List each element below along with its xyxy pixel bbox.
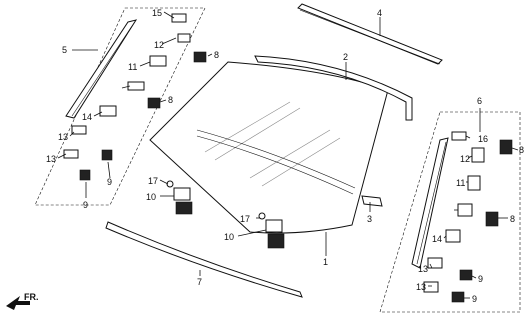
callout-13d: 13 — [416, 282, 426, 292]
right-assembly-box — [379, 111, 521, 313]
left-assembly-box — [34, 7, 206, 206]
windshield-glass — [149, 61, 389, 234]
mount-bracket-lower — [258, 212, 285, 249]
callout-3: 3 — [367, 214, 372, 224]
callout-12a: 12 — [154, 40, 164, 50]
right-clips — [423, 131, 485, 293]
callout-13b: 13 — [46, 154, 56, 164]
callout-14b: 14 — [432, 234, 442, 244]
callout-13c: 13 — [418, 264, 428, 274]
callout-17b: 17 — [240, 214, 250, 224]
callout-9d: 9 — [472, 294, 477, 304]
leader-lines — [57, 11, 519, 299]
callout-5: 5 — [62, 45, 67, 55]
left-brackets — [147, 51, 207, 109]
callout-8c: 8 — [519, 145, 524, 155]
callout-12b: 12 — [460, 154, 470, 164]
callout-11a: 11 — [128, 62, 137, 72]
lower-weatherstrip — [105, 221, 303, 298]
callout-7: 7 — [197, 277, 202, 287]
direction-label: FR. — [24, 292, 39, 302]
left-9-clips — [79, 149, 113, 181]
callout-15: 15 — [152, 8, 162, 18]
callout-10a: 10 — [146, 192, 156, 202]
left-side-molding — [65, 19, 138, 119]
callout-4: 4 — [377, 8, 382, 18]
callout-11b: 11 — [456, 178, 465, 188]
mount-bracket-upper — [166, 180, 193, 215]
left-clips — [63, 13, 191, 159]
callout-8a: 8 — [214, 50, 219, 60]
callout-8b: 8 — [168, 95, 173, 105]
callout-6: 6 — [477, 96, 482, 106]
callout-8d: 8 — [510, 214, 515, 224]
callout-13a: 13 — [58, 132, 68, 142]
callout-2: 2 — [343, 52, 348, 62]
callout-16: 16 — [478, 134, 488, 144]
right-brackets — [451, 139, 513, 303]
callout-1: 1 — [323, 257, 328, 267]
callout-9c: 9 — [478, 274, 483, 284]
front-direction-arrow: FR. — [6, 292, 39, 310]
callout-9a: 9 — [83, 200, 88, 210]
side-strip — [361, 195, 383, 207]
callout-14a: 14 — [82, 112, 92, 122]
roof-molding — [297, 3, 443, 65]
callout-17a: 17 — [148, 176, 158, 186]
callout-10b: 10 — [224, 232, 234, 242]
upper-molding — [254, 55, 413, 121]
callout-labels: 1 2 3 4 5 6 7 8 8 8 8 9 9 9 9 10 10 11 1… — [46, 8, 524, 304]
callout-9b: 9 — [107, 177, 112, 187]
